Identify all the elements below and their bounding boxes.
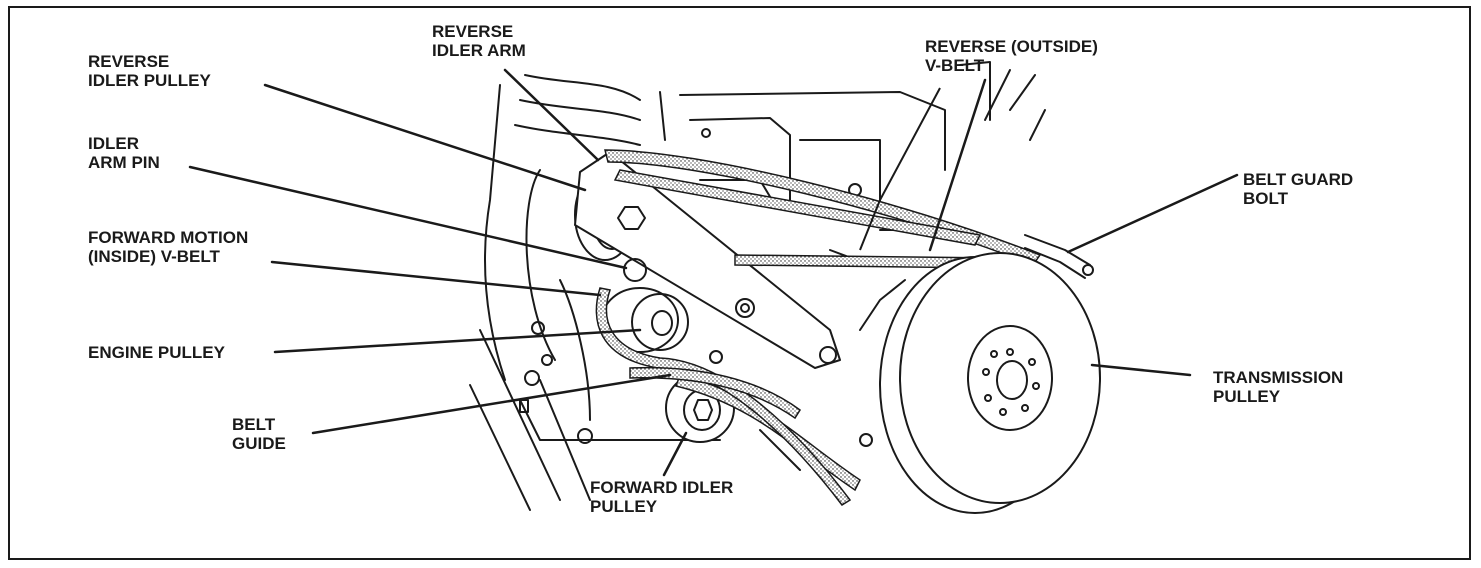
diagram-frame (8, 6, 1471, 560)
leader-idler-arm-pin (188, 165, 628, 270)
label-engine-pulley: ENGINE PULLEY (88, 343, 225, 362)
leader-engine-pulley (273, 328, 642, 354)
leader-belt-guard-bolt (1066, 173, 1239, 254)
leader-reverse-idler-arm (503, 68, 600, 162)
leader-transmission-pulley (1090, 363, 1192, 377)
label-reverse-idler-pulley: REVERSE IDLER PULLEY (88, 52, 211, 90)
label-reverse-outside-v-belt: REVERSE (OUTSIDE) V-BELT (925, 37, 1098, 75)
label-belt-guard-bolt: BELT GUARD BOLT (1243, 170, 1354, 208)
label-belt-guide: BELT GUIDE (232, 415, 286, 453)
label-forward-idler-pulley: FORWARD IDLER PULLEY (590, 478, 734, 516)
label-forward-motion-v-belt: FORWARD MOTION (INSIDE) V-BELT (88, 228, 249, 266)
belt-guard-bolt (1024, 234, 1094, 279)
forward-motion-inside-v-belt (595, 254, 1001, 506)
control-cable (859, 87, 941, 251)
transmission-pulley (879, 252, 1101, 514)
reverse-outside-v-belt (604, 149, 1042, 492)
label-transmission-pulley: TRANSMISSION PULLEY (1213, 368, 1344, 406)
leader-belt-guide (311, 373, 672, 435)
leader-reverse-outside-v-belt (928, 78, 987, 252)
leader-forward-motion-v-belt (270, 260, 602, 297)
label-reverse-idler-arm: REVERSE IDLER ARM (432, 22, 526, 60)
leader-forward-idler-pulley (662, 431, 688, 477)
leader-reverse-idler-pulley (263, 83, 587, 192)
label-idler-arm-pin: IDLER ARM PIN (88, 134, 160, 172)
